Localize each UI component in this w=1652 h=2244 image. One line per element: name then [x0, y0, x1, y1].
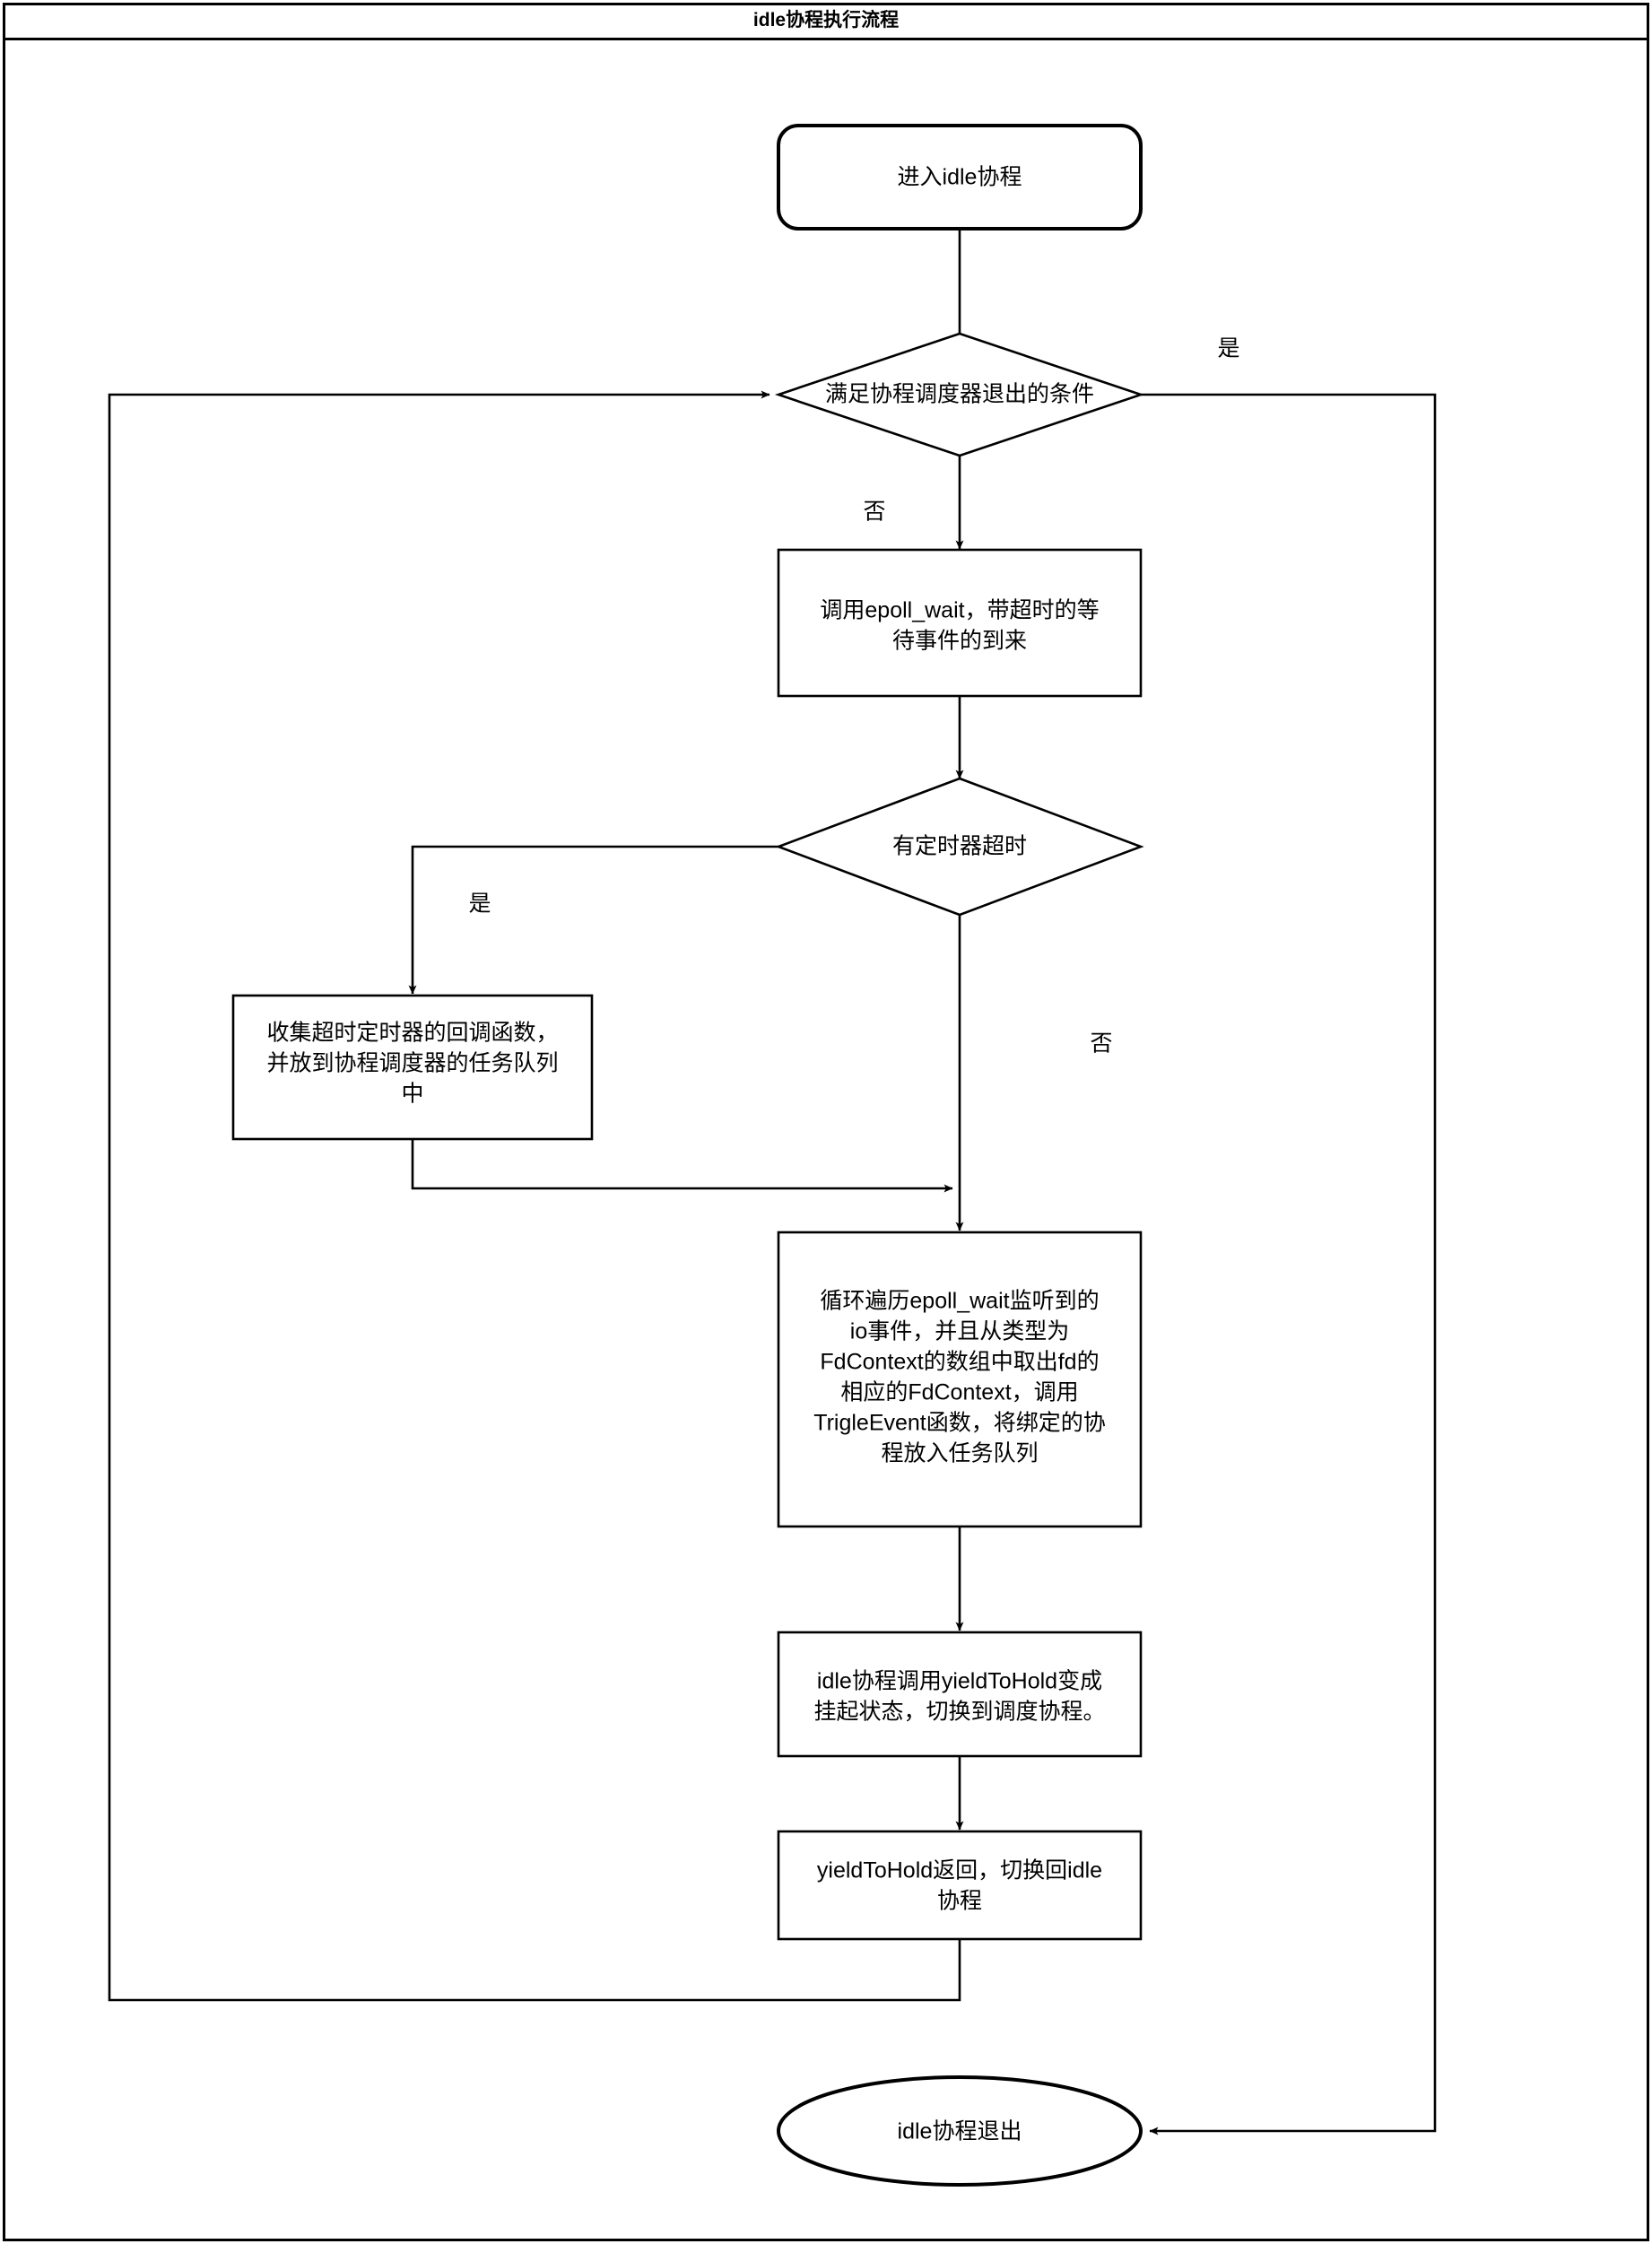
node-loop-io-label-3: FdContext的数组中取出fd的 [820, 1350, 1099, 1375]
edge-yield-return-to-decide-exit [108, 390, 961, 2002]
edge-label-exit-no: 否 [863, 500, 885, 525]
edge-label-exit-yes: 是 [1217, 336, 1239, 361]
node-yield-return-label: yieldToHold返回，切换回idle [817, 1858, 1102, 1883]
node-exit-label: idle协程退出 [898, 2119, 1022, 2144]
node-decide-exit[interactable] [774, 332, 1145, 457]
node-decide-exit-label: 满足协程调度器退出的条件 [825, 382, 1094, 407]
node-loop-io[interactable] [777, 1231, 1143, 1528]
node-yield-return-label-2: 协程 [937, 1889, 982, 1914]
node-loop-io-label-6: 程放入任务队列 [881, 1441, 1038, 1466]
node-collect-timer[interactable] [231, 994, 594, 1141]
node-epoll-wait-label-2: 待事件的到来 [892, 629, 1027, 654]
edge-decide-exit-yes-to-exit [1141, 393, 1437, 2135]
node-start-label: 进入idle协程 [898, 165, 1022, 190]
node-decide-timer-label: 有定时器超时 [892, 834, 1027, 859]
node-decide-timer[interactable] [775, 777, 1144, 917]
node-exit[interactable] [777, 2075, 1143, 2187]
node-start[interactable] [777, 124, 1143, 230]
node-collect-timer-label-2: 并放到协程调度器的任务队列 [266, 1051, 558, 1076]
node-epoll-wait[interactable] [777, 548, 1143, 698]
edge-collect-timer-to-loop-io [411, 1139, 953, 1193]
edge-label-timer-yes: 是 [468, 892, 491, 917]
node-yield-return[interactable] [777, 1830, 1143, 1941]
node-loop-io-label-2: io事件，并且从类型为 [850, 1319, 1069, 1344]
node-yield-hold-label-2: 挂起状态，切换到调度协程。 [813, 1700, 1105, 1725]
node-loop-io-label: 循环遍历epoll_wait监听到的 [820, 1289, 1099, 1314]
node-yield-hold[interactable] [777, 1631, 1143, 1758]
node-loop-io-label-4: 相应的FdContext，调用 [840, 1380, 1078, 1405]
edge-decide-timer-yes-to-collect-timer [408, 845, 778, 995]
node-yield-hold-label: idle协程调用yieldToHold变成 [817, 1669, 1102, 1694]
page-title: idle协程执行流程 [752, 10, 900, 30]
edge-label-timer-no: 否 [1090, 1031, 1112, 1057]
title-bar: idle协程执行流程 [3, 3, 1649, 40]
node-collect-timer-label-3: 中 [401, 1082, 423, 1107]
node-epoll-wait-label: 调用epoll_wait，带超时的等 [820, 598, 1099, 623]
node-collect-timer-label: 收集超时定时器的回调函数， [266, 1021, 558, 1046]
diagram-frame [3, 3, 1649, 2241]
node-loop-io-label-5: TrigleEvent函数，将绑定的协 [813, 1411, 1106, 1436]
